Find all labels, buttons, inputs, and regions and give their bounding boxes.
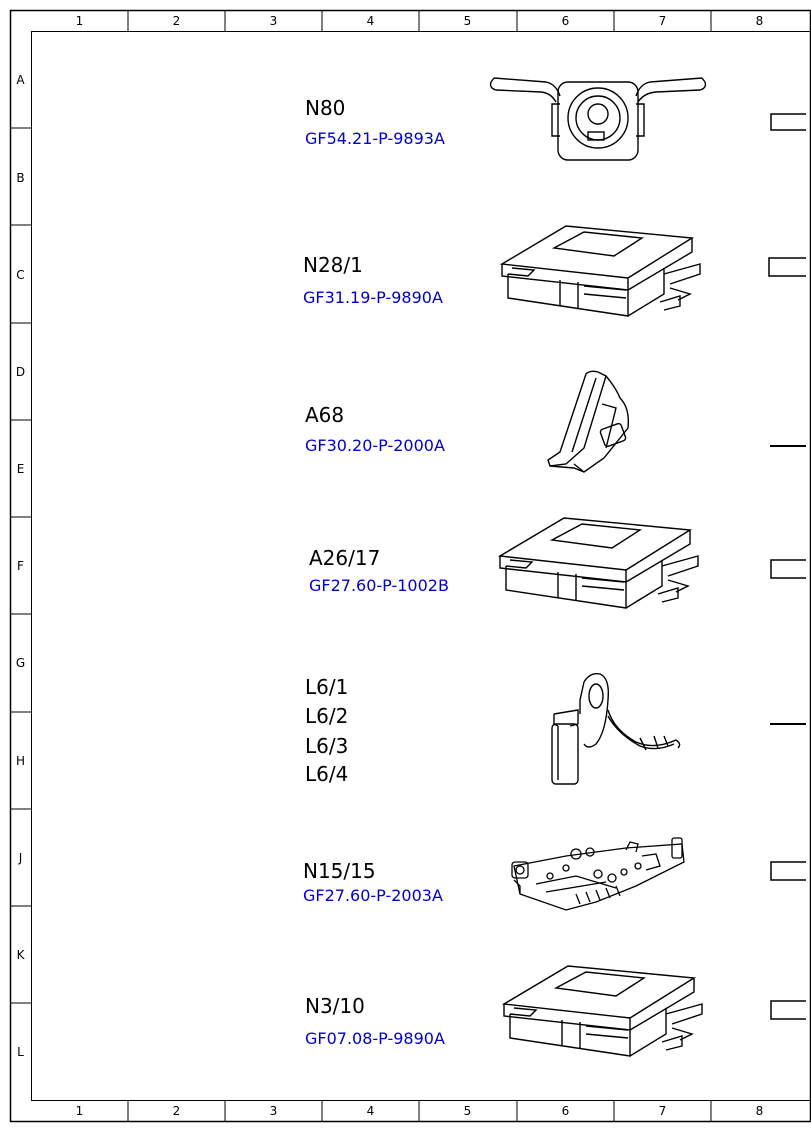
column-number: 5: [463, 1104, 472, 1118]
component-label: N80: [305, 96, 346, 120]
component-label: A68: [305, 403, 345, 427]
column-number: 4: [366, 14, 375, 28]
component-reference-link[interactable]: GF31.19-P-9890A: [303, 288, 443, 307]
component-reference-link[interactable]: GF07.08-P-9890A: [305, 1029, 445, 1048]
control-unit-icon: [499, 225, 701, 317]
control-unit-icon: [497, 517, 699, 609]
connector-icon: [770, 559, 806, 579]
row-letter: E: [16, 462, 25, 476]
component-label: A26/17: [309, 546, 381, 570]
column-number: 6: [561, 1104, 570, 1118]
connector-icon: [770, 1000, 806, 1020]
component-label: N28/1: [303, 253, 363, 277]
connector-icon: [770, 861, 806, 881]
component-label: L6/4: [305, 762, 349, 786]
component-reference-link[interactable]: GF27.60-P-2003A: [303, 886, 443, 905]
column-number: 8: [755, 14, 764, 28]
row-letter: K: [16, 948, 25, 962]
component-reference-link[interactable]: GF30.20-P-2000A: [305, 436, 445, 455]
component-reference-link[interactable]: GF27.60-P-1002B: [309, 576, 449, 595]
column-number: 7: [658, 14, 667, 28]
row-letter: A: [16, 73, 25, 87]
accelerator-pedal-icon: [547, 370, 630, 473]
column-number: 2: [172, 1104, 181, 1118]
component-label: L6/2: [305, 704, 349, 728]
column-number: 7: [658, 1104, 667, 1118]
connector-icon: [768, 257, 806, 277]
column-number: 2: [172, 14, 181, 28]
column-number: 5: [463, 14, 472, 28]
component-label: L6/1: [305, 675, 349, 699]
column-number: 4: [366, 1104, 375, 1118]
component-reference-link[interactable]: GF54.21-P-9893A: [305, 129, 445, 148]
column-number: 6: [561, 14, 570, 28]
connector-icon: [770, 723, 806, 725]
row-letter: D: [15, 365, 26, 379]
column-number: 8: [755, 1104, 764, 1118]
column-number: 3: [269, 1104, 278, 1118]
column-number: 3: [269, 14, 278, 28]
control-unit-icon: [501, 965, 703, 1057]
wheel-speed-sensor-icon: [551, 672, 681, 785]
transmission-control-plate-icon: [511, 837, 685, 911]
component-label: N3/10: [305, 994, 365, 1018]
component-label: N15/15: [303, 859, 376, 883]
row-letter: J: [18, 851, 23, 865]
steering-column-module-icon: [489, 77, 707, 161]
row-letter: C: [16, 268, 25, 282]
connector-icon: [770, 113, 806, 131]
row-letter: L: [17, 1045, 24, 1059]
row-letter: H: [15, 754, 26, 768]
column-number: 1: [75, 1104, 84, 1118]
component-label: L6/3: [305, 734, 349, 758]
column-number: 1: [75, 14, 84, 28]
row-letter: G: [15, 656, 26, 670]
row-letter: B: [16, 171, 25, 185]
connector-icon: [770, 445, 806, 447]
row-letter: F: [17, 559, 24, 573]
